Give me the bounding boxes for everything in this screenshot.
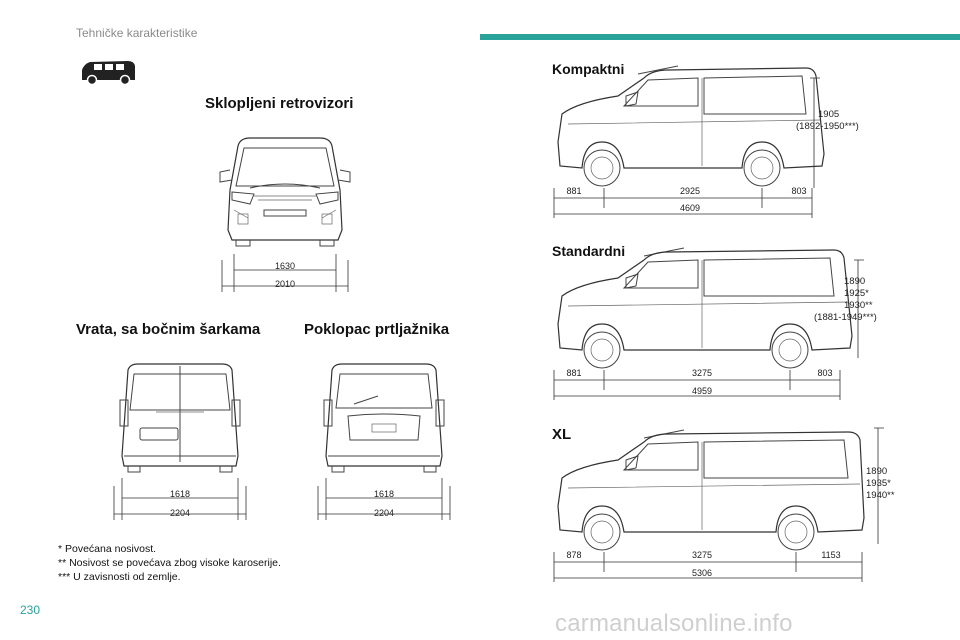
watermark[interactable]: carmanualsonline.info bbox=[555, 610, 793, 637]
side-view-kompaktni bbox=[553, 65, 825, 218]
standardni-height-1: 1890 bbox=[844, 276, 866, 287]
variant-title-kompaktni: Kompaktni bbox=[552, 61, 625, 77]
standardni-front-overhang: 881 bbox=[566, 368, 582, 378]
doors-overall-width-dim: 2204 bbox=[169, 508, 191, 518]
page-number: 230 bbox=[20, 603, 41, 617]
standardni-wheelbase: 3275 bbox=[691, 368, 713, 378]
kompaktni-wheelbase: 2925 bbox=[679, 186, 701, 196]
mirrors-title: Sklopljeni retrovizori bbox=[205, 95, 354, 112]
xl-rear-overhang: 1153 bbox=[821, 550, 841, 560]
kompaktni-front-overhang: 881 bbox=[566, 186, 582, 196]
front-overall-width-dim: 2010 bbox=[274, 279, 296, 289]
kompaktni-length: 4609 bbox=[679, 203, 701, 213]
xl-length: 5306 bbox=[691, 568, 713, 578]
tailgate-width-dim: 1618 bbox=[373, 489, 395, 499]
doors-title: Vrata, sa bočnim šarkama bbox=[76, 321, 261, 338]
rear-doors-drawing bbox=[113, 363, 247, 520]
front-width-dim: 1630 bbox=[274, 261, 296, 271]
xl-height-3: 1940** bbox=[866, 490, 895, 501]
variant-title-xl: XL bbox=[552, 426, 572, 443]
section-header: Tehničke karakteristike bbox=[76, 26, 198, 40]
front-view-drawing bbox=[219, 137, 351, 292]
footnote-1: * Povećana nosivost. bbox=[58, 543, 157, 555]
tailgate-overall-width-dim: 2204 bbox=[373, 508, 395, 518]
xl-wheelbase: 3275 bbox=[691, 550, 713, 560]
van-icon bbox=[82, 61, 135, 86]
kompaktni-height-1: 1905 bbox=[818, 109, 840, 120]
footnote-3: *** U zavisnosti od zemlje. bbox=[58, 571, 181, 583]
tailgate-title: Poklopac prtljažnika bbox=[304, 321, 450, 338]
xl-height-2: 1935* bbox=[866, 478, 891, 489]
variant-title-standardni: Standardni bbox=[552, 243, 626, 259]
standardni-height-2: 1925* bbox=[844, 288, 869, 299]
kompaktni-height-2: (1892-1950***) bbox=[796, 121, 859, 132]
xl-height-1: 1890 bbox=[866, 466, 888, 477]
kompaktni-rear-overhang: 803 bbox=[791, 186, 807, 196]
standardni-rear-overhang: 803 bbox=[817, 368, 833, 378]
side-view-xl bbox=[553, 427, 884, 582]
header-accent-bar bbox=[480, 34, 960, 40]
xl-front-overhang: 878 bbox=[566, 550, 582, 560]
side-view-standardni bbox=[553, 247, 864, 400]
doors-width-dim: 1618 bbox=[169, 489, 191, 499]
standardni-length: 4959 bbox=[691, 386, 713, 396]
footnote-2: ** Nosivost se povećava zbog visoke karo… bbox=[58, 557, 281, 569]
standardni-height-3: 1930** bbox=[844, 300, 873, 311]
tailgate-drawing bbox=[317, 363, 451, 520]
standardni-height-4: (1881-1949***) bbox=[814, 312, 877, 323]
